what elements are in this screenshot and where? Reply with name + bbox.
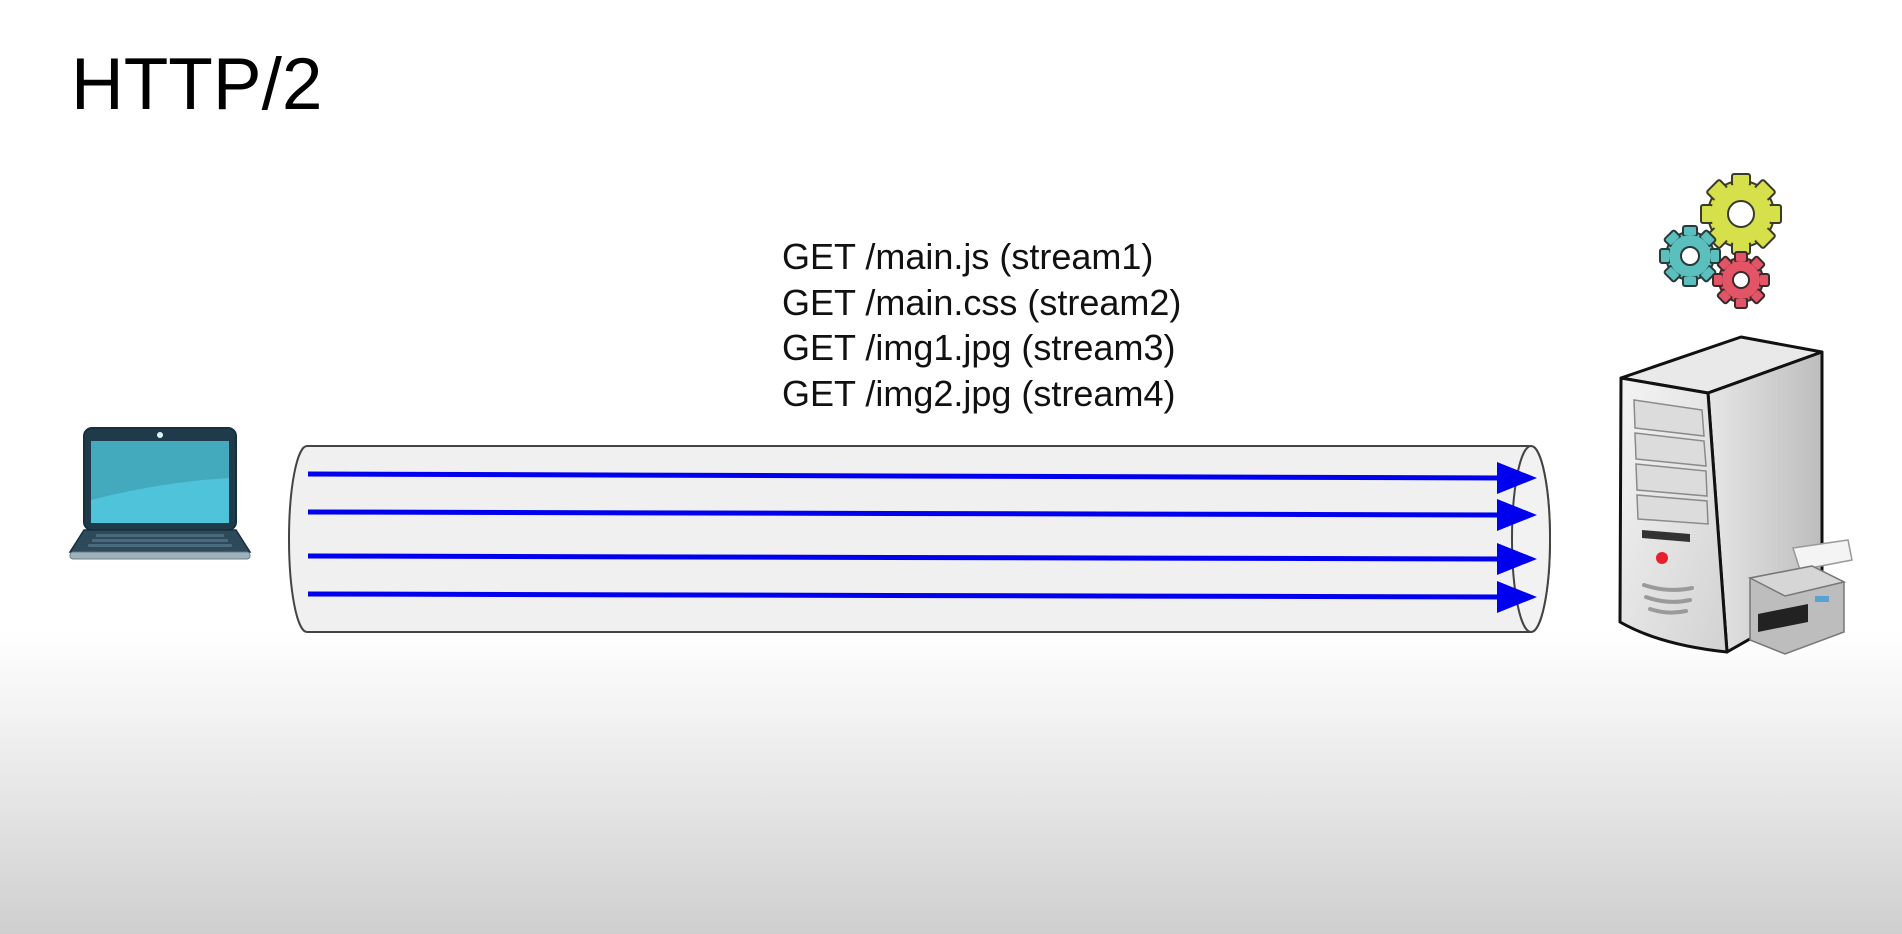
- request-line: GET /main.css (stream2): [782, 281, 1182, 323]
- printer-icon: [1747, 539, 1853, 655]
- request-line: GET /img1.jpg (stream3): [782, 327, 1176, 368]
- connection-pipe: [288, 445, 1551, 633]
- request-list: GET /main.js (stream1) GET /main.css (st…: [782, 234, 1181, 416]
- laptop-icon: [68, 427, 252, 560]
- slide-title: HTTP/2: [71, 44, 323, 125]
- stream-arrows: [307, 462, 1537, 613]
- stream-arrow: [307, 581, 1537, 613]
- gear-large-icon: [1700, 173, 1782, 255]
- gear-red-icon: [1712, 251, 1770, 309]
- request-line: GET /img2.jpg (stream4): [782, 372, 1176, 414]
- stream-arrow: [307, 543, 1537, 575]
- stream-arrow: [307, 499, 1537, 531]
- stream-arrow: [307, 462, 1537, 494]
- gears-icon: [1659, 173, 1782, 309]
- gear-teal-icon: [1659, 225, 1721, 287]
- request-line: GET /main.js (stream1): [782, 236, 1154, 277]
